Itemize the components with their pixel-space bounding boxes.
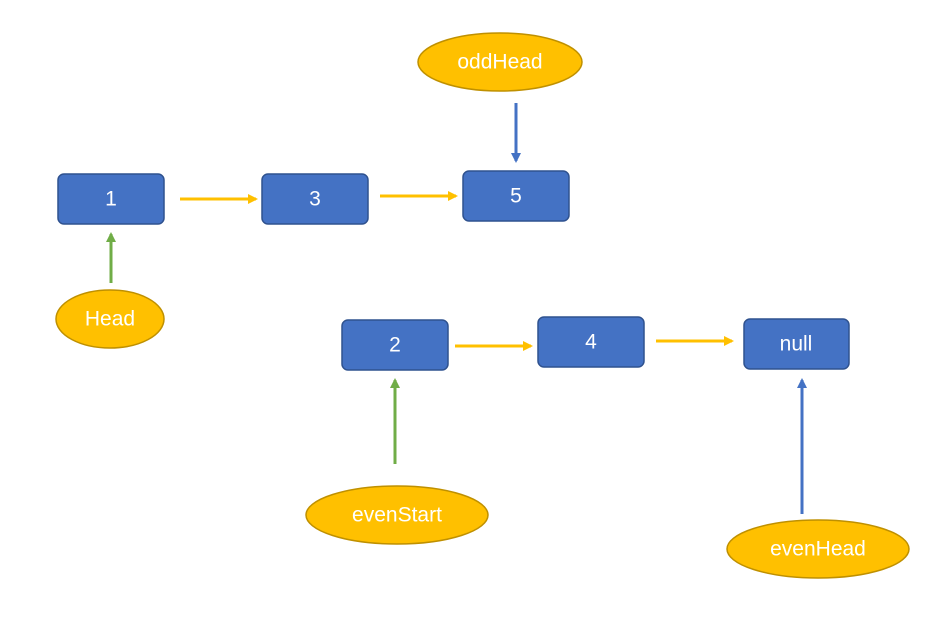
pointer-head: Head [55, 289, 165, 349]
pointer-head-label: Head [85, 308, 135, 331]
node-2-label: 2 [389, 334, 401, 357]
node-1-label: 1 [105, 188, 117, 211]
node-4: 4 [537, 316, 645, 368]
node-5: 5 [462, 170, 570, 222]
node-null-label: null [780, 333, 813, 356]
pointer-evenhead: evenHead [726, 519, 910, 579]
node-4-label: 4 [585, 331, 597, 354]
node-2: 2 [341, 319, 449, 371]
pointer-evenstart-label: evenStart [352, 504, 442, 527]
node-3: 3 [261, 173, 369, 225]
node-1: 1 [57, 173, 165, 225]
node-3-label: 3 [309, 188, 321, 211]
node-null: null [743, 318, 850, 370]
pointer-oddhead: oddHead [417, 32, 583, 92]
pointer-oddhead-label: oddHead [457, 51, 542, 74]
node-5-label: 5 [510, 185, 522, 208]
pointer-evenhead-label: evenHead [770, 538, 866, 561]
pointer-evenstart: evenStart [305, 485, 489, 545]
